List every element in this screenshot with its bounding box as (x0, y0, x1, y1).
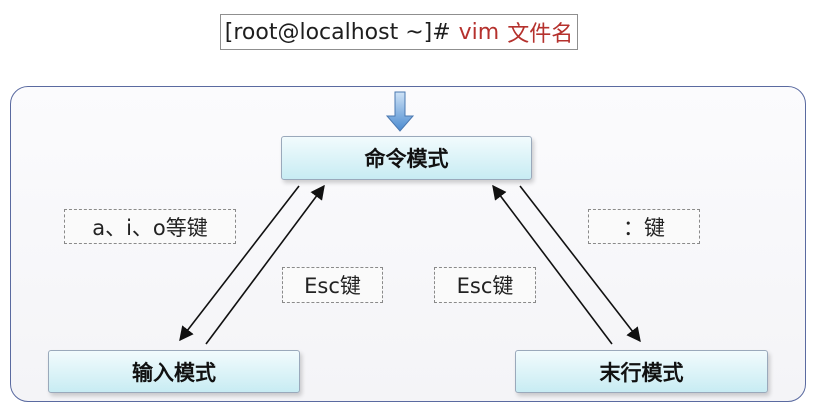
colon-key-label: ：键 (588, 209, 700, 244)
command-mode-box: 命令模式 (281, 136, 532, 180)
esc-key-label-right: Esc键 (434, 267, 536, 303)
esc-key-label-left: Esc键 (282, 267, 383, 303)
command-line-box: [root@localhost ~]# vim 文件名 (220, 14, 578, 50)
vim-command: vim (458, 19, 500, 45)
shell-prompt: [root@localhost ~]# (224, 19, 451, 45)
last-line-mode-box: 末行模式 (515, 350, 768, 393)
filename-argument: 文件名 (507, 22, 574, 47)
insert-mode-box: 输入模式 (48, 350, 300, 393)
insert-keys-label: a、i、o等键 (64, 209, 236, 244)
